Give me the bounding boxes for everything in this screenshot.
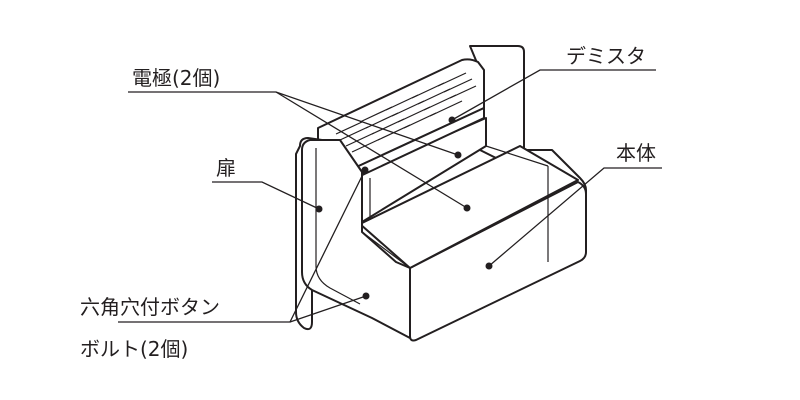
bolt-label-line2: ボルト(2個) [80, 337, 188, 361]
electrode-label: 電極(2個) [132, 66, 220, 90]
demister-label: デミスタ [566, 44, 646, 68]
leader-lines [118, 69, 662, 323]
bolt-label-line1: 六角穴付ボタン [80, 295, 220, 319]
door-label: 扉 [216, 156, 236, 180]
body-label: 本体 [616, 141, 656, 165]
